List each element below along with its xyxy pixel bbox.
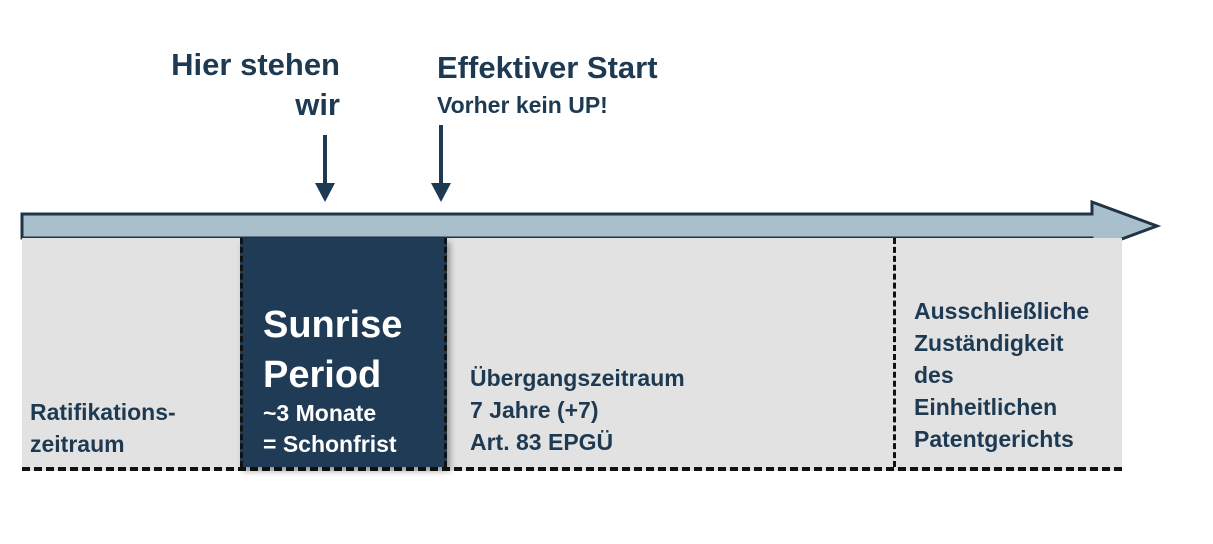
timeline-band — [22, 238, 1122, 471]
sunrise-detail-line-2: = Schonfrist — [263, 431, 397, 457]
phase-ratification: Ratifikations- zeitraum — [30, 396, 176, 460]
phase-ratification-line-1: Ratifikations- — [30, 399, 176, 425]
phase-transition: Übergangszeitraum 7 Jahre (+7) Art. 83 E… — [470, 362, 685, 458]
sunrise-title-line-1: Sunrise — [263, 304, 403, 346]
phase-exclusive-line-2: Zuständigkeit — [914, 330, 1064, 356]
sunrise-title-line-2: Period — [263, 354, 382, 396]
phase-exclusive-line-5: Patentgerichts — [914, 426, 1074, 452]
here-arrow — [315, 135, 335, 202]
start-annotation-subtitle: Vorher kein UP! — [437, 92, 608, 118]
timeline-baseline — [22, 467, 1122, 471]
phase-transition-line-2: 7 Jahre (+7) — [470, 397, 599, 423]
phase-transition-line-1: Übergangszeitraum — [470, 365, 685, 391]
here-annotation: Hier stehen wir — [171, 47, 340, 122]
sunrise-detail-line-1: ~3 Monate — [263, 400, 377, 426]
phase-exclusive-line-1: Ausschließliche — [914, 298, 1090, 324]
phase-transition-line-3: Art. 83 EPGÜ — [470, 429, 614, 455]
phase-exclusive: Ausschließliche Zuständigkeit des Einhei… — [914, 295, 1089, 455]
sunrise-period-box: Sunrise Period ~3 Monate = Schonfrist — [240, 238, 447, 467]
phase-ratification-line-2: zeitraum — [30, 431, 125, 457]
phase-exclusive-line-4: Einheitlichen — [914, 394, 1058, 420]
start-annotation-title: Effektiver Start — [437, 50, 658, 85]
sunrise-period-details: ~3 Monate = Schonfrist — [263, 398, 397, 460]
start-arrow — [431, 125, 451, 202]
sunrise-period-title: Sunrise Period — [263, 300, 402, 400]
phase-divider — [893, 238, 896, 467]
phase-exclusive-line-3: des — [914, 362, 954, 388]
